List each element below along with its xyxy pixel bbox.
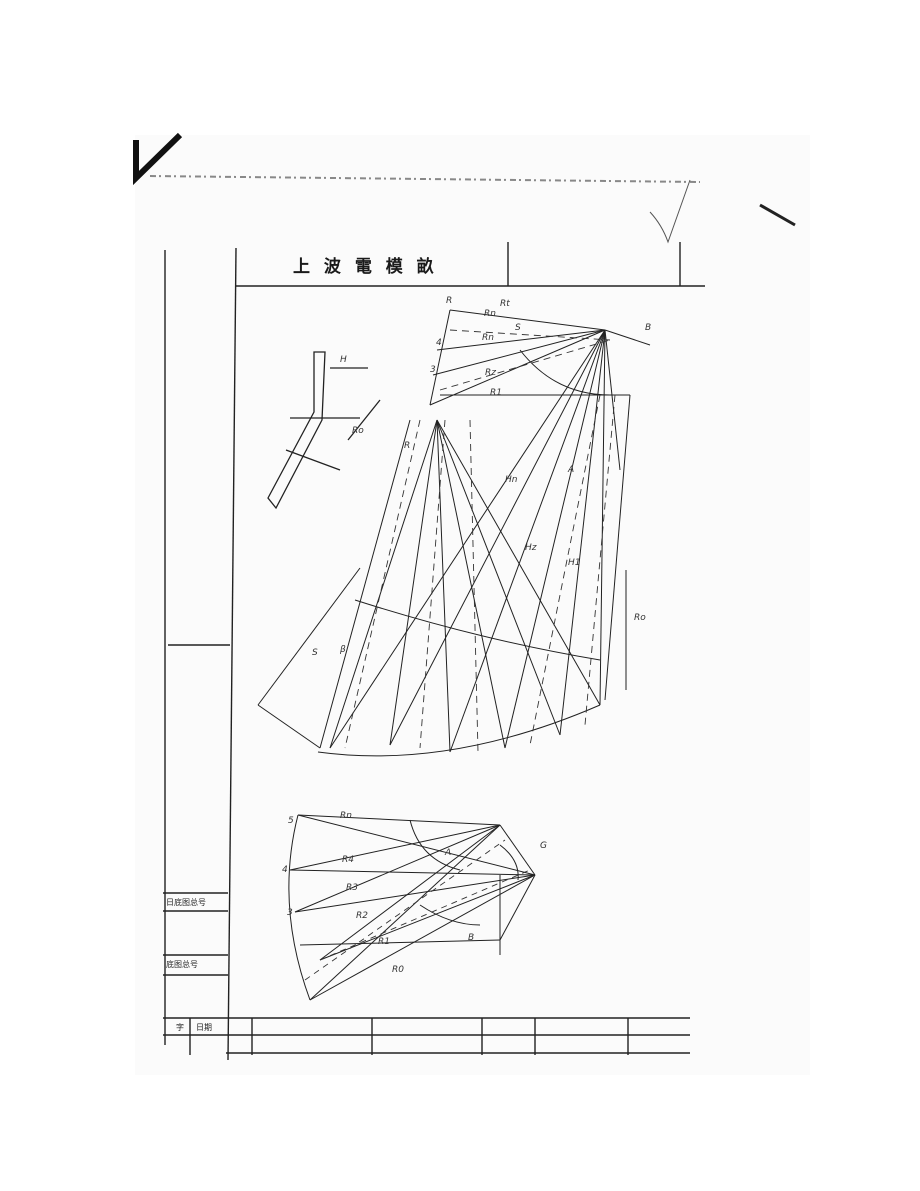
side-label: 日底图总号 (166, 898, 206, 907)
lower-label: R3 (346, 883, 358, 893)
lower-label: R4 (342, 855, 354, 865)
upper-dashed-lines (344, 329, 616, 753)
footer-cell: 字 (176, 1023, 184, 1032)
lower-label: 3 (287, 908, 293, 918)
upper-label: 4 (436, 338, 442, 348)
upper-label: Hn (505, 475, 518, 485)
upper-label: A (567, 465, 574, 475)
upper-label: β (339, 645, 346, 655)
upper-label: R (404, 441, 410, 451)
upper-label: H (340, 355, 347, 365)
lower-label: Rn (340, 811, 352, 821)
lower-fan-diagram (288, 814, 536, 1001)
lower-label: R1 (378, 937, 390, 947)
upper-label: Hz (525, 543, 537, 553)
drawing-title: 上 波 電 模 畝 (293, 257, 438, 277)
side-label: 底图总号 (166, 960, 198, 969)
lower-label: 5 (288, 816, 294, 826)
lower-label: R0 (392, 965, 404, 975)
corner-mark (133, 132, 183, 186)
drawing-sheet (135, 135, 810, 1075)
lower-label: 4 (282, 865, 288, 875)
upper-label: Rn (484, 309, 496, 319)
margin-mark (759, 203, 796, 227)
upper-figure-labels: R Rn Rt 4 3 S Rn Rz R1 B H Ro R A Hn Hz … (312, 296, 651, 658)
lower-label: B (468, 933, 474, 943)
upper-label: S (515, 323, 521, 333)
pointer-arrow (649, 179, 691, 244)
lower-label: G (540, 841, 547, 851)
upper-label: R (446, 296, 452, 306)
upper-label: R1 (490, 388, 502, 398)
upper-label: 3 (430, 365, 436, 375)
upper-label: Rn (482, 333, 494, 343)
lower-label: A (444, 848, 451, 858)
upper-label: Ro (634, 613, 646, 623)
footer-cell: 日期 (196, 1023, 212, 1032)
upper-label: H1 (568, 558, 581, 568)
upper-label: Ro (352, 426, 364, 436)
upper-label: Rz (485, 368, 496, 378)
frame (163, 242, 705, 1061)
lower-figure-labels: 5 Rn 4 R4 3 R3 R2 R1 R0 A B G (282, 811, 547, 975)
profile-sketch (267, 351, 381, 510)
upper-fan-diagram (257, 309, 651, 757)
lower-label: R2 (356, 911, 368, 921)
upper-label: S (312, 648, 318, 658)
scan-edge (149, 175, 701, 183)
upper-label: B (645, 323, 651, 333)
lower-dashed-lines (304, 839, 531, 981)
upper-label: Rt (500, 299, 510, 309)
